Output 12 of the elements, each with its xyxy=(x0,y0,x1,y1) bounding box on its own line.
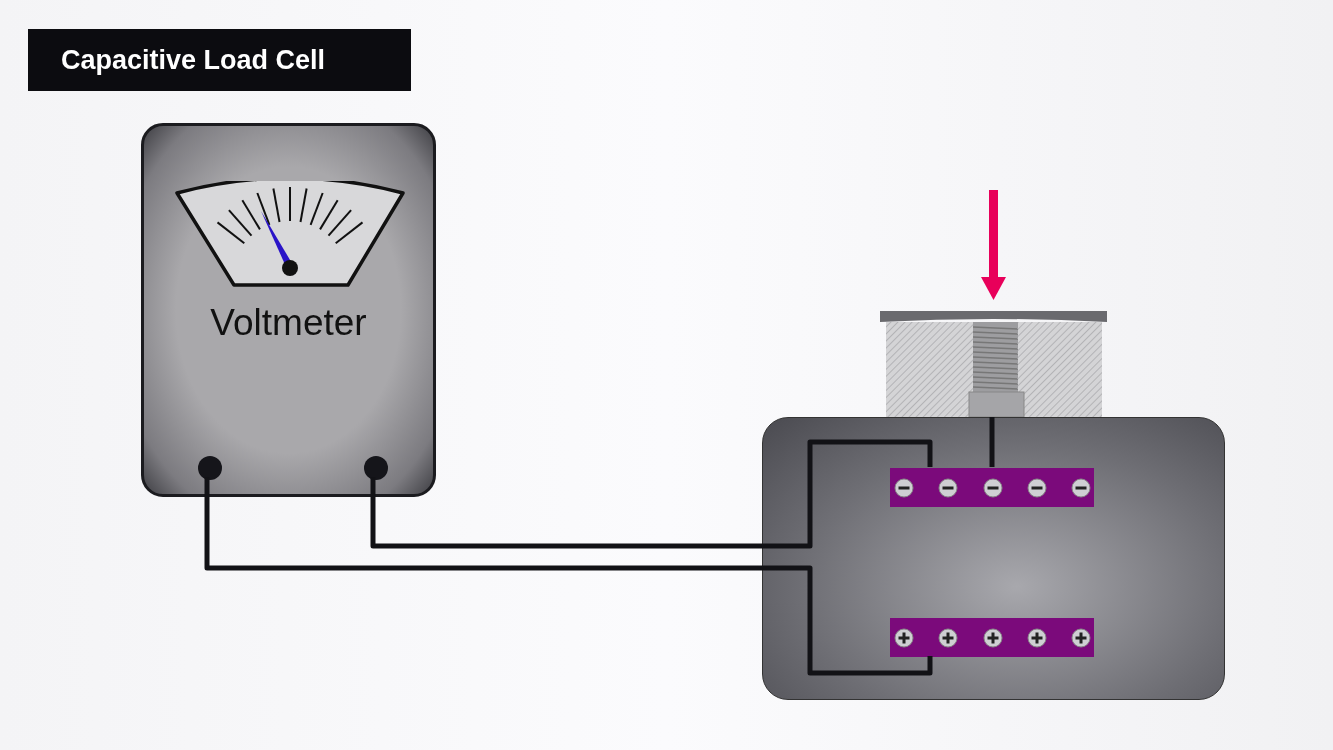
terminal xyxy=(198,456,222,480)
voltmeter-body xyxy=(141,123,436,497)
capacitor-plate xyxy=(890,618,1094,657)
terminal xyxy=(364,456,388,480)
wire xyxy=(989,417,995,467)
device-label: Voltmeter xyxy=(209,302,368,344)
wire xyxy=(370,439,933,549)
title-label: Capacitive Load Cell xyxy=(28,29,411,91)
wire xyxy=(204,477,933,676)
load-button-drawing xyxy=(880,311,1107,417)
capacitor-plate xyxy=(890,468,1094,507)
load-cell-housing xyxy=(762,417,1225,700)
